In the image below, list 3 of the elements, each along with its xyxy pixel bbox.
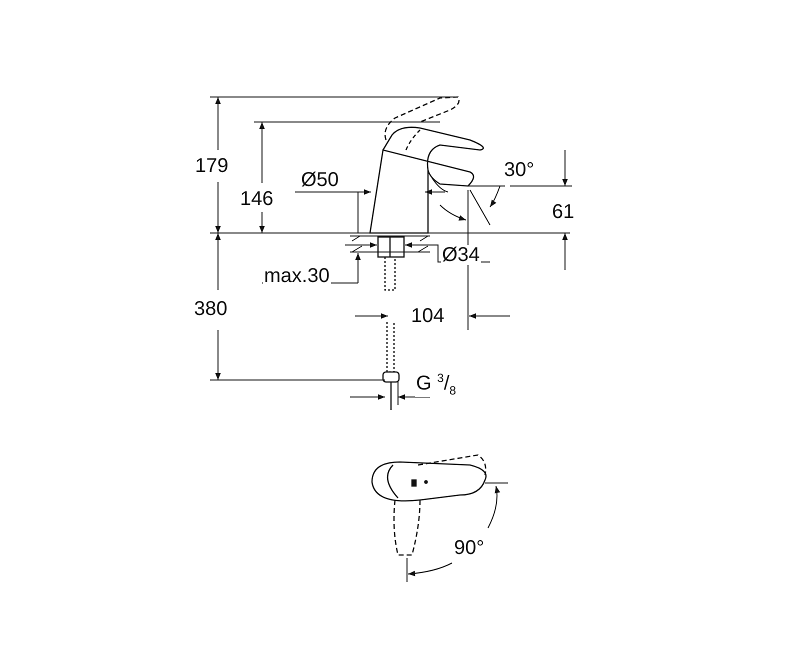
dimension-label: G $^{3}$/$_{8}$ (415, 372, 458, 397)
dimension-label: Ø34 (441, 245, 481, 265)
dimension-label: max.30 (263, 266, 331, 286)
